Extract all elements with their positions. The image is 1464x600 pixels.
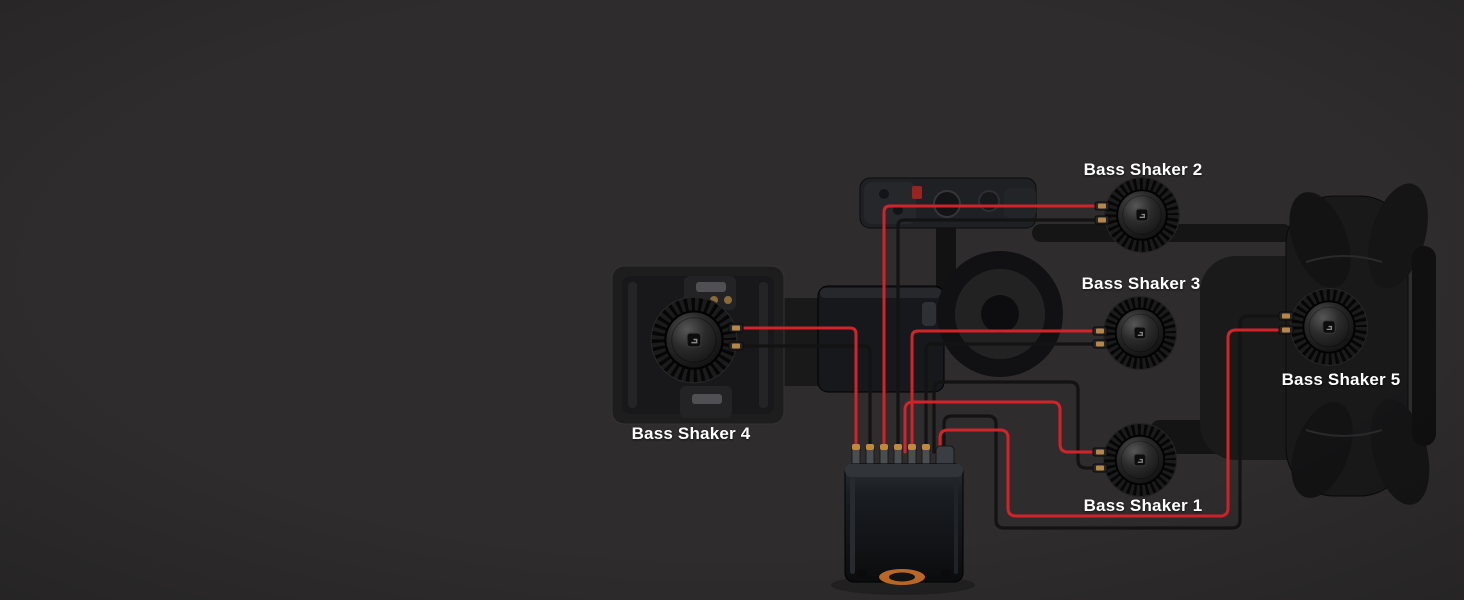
label-bass-shaker-5: Bass Shaker 5 <box>1281 370 1401 389</box>
label-bass-shaker-4: Bass Shaker 4 <box>631 424 751 443</box>
label-bass-shaker-1: Bass Shaker 1 <box>1083 496 1203 515</box>
label-bass-shaker-2: Bass Shaker 2 <box>1083 160 1203 179</box>
label-bass-shaker-3: Bass Shaker 3 <box>1081 274 1201 293</box>
